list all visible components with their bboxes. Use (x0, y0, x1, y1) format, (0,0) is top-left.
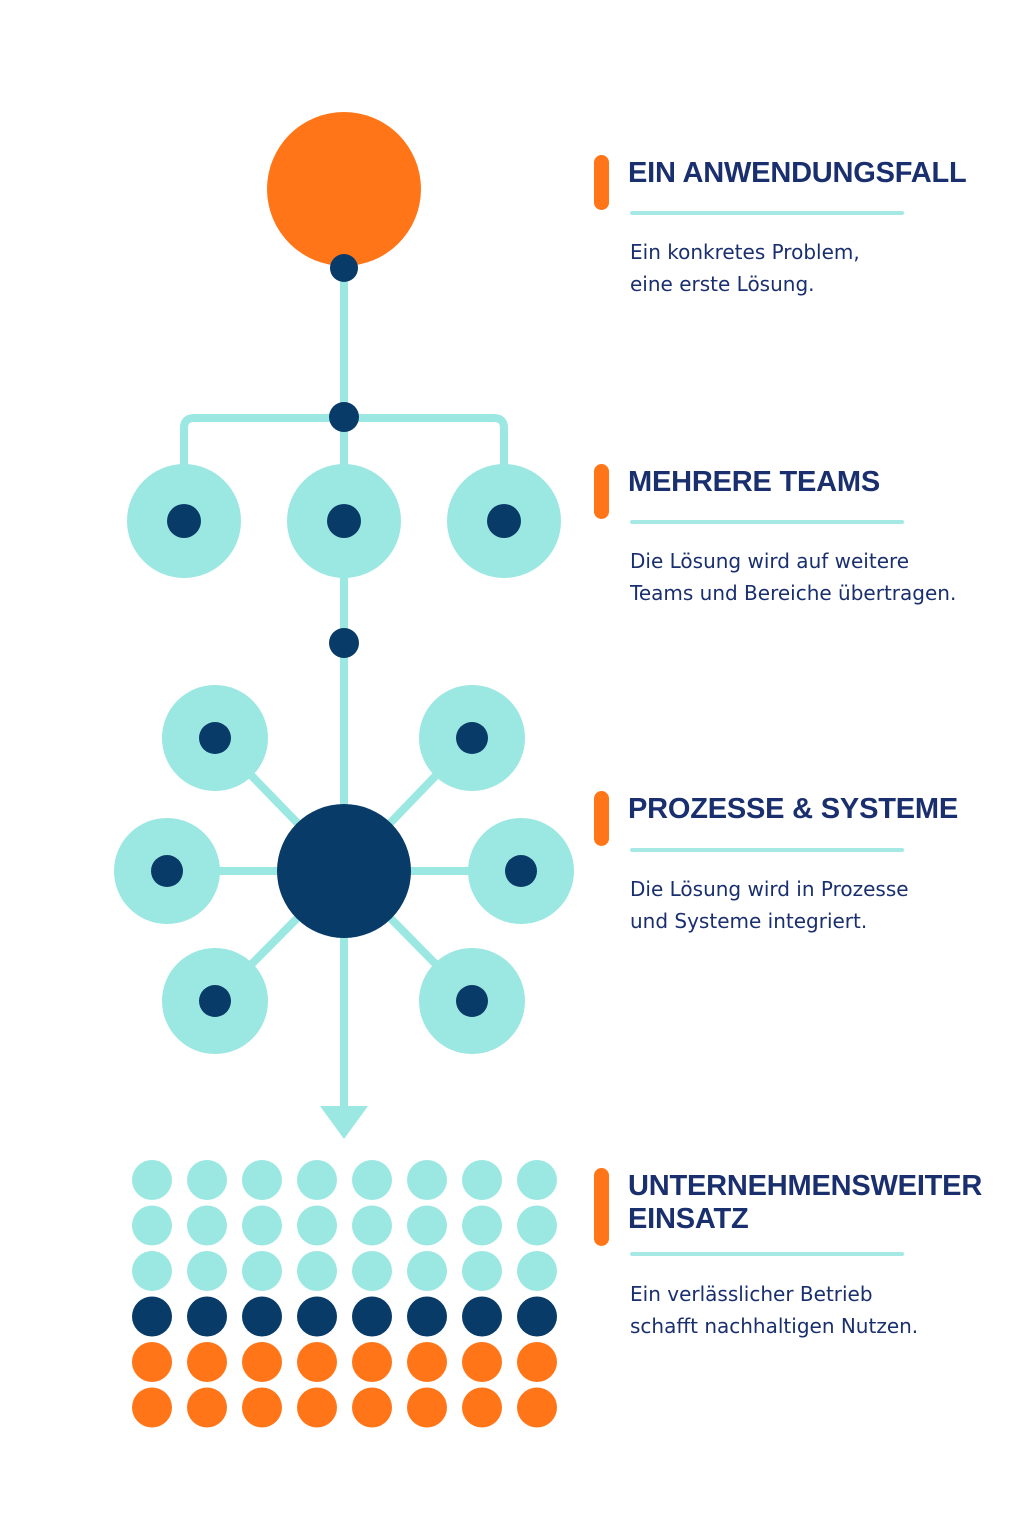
stage-description-line: und Systeme integriert. (630, 909, 868, 933)
grid-dot (187, 1296, 227, 1337)
connector-dot (329, 628, 359, 658)
grid-dot (462, 1296, 502, 1337)
grid-dot (242, 1342, 282, 1382)
system-node-core (199, 722, 231, 754)
stage-description-line: Ein konkretes Problem, (630, 240, 860, 264)
grid-dot (407, 1296, 447, 1337)
grid-dot (242, 1160, 282, 1200)
stage-description-line: Die Lösung wird auf weitere (630, 549, 910, 573)
grid-dot (132, 1205, 172, 1246)
grid-dot (132, 1296, 172, 1337)
stage-description-line: eine erste Lösung. (630, 272, 815, 296)
stage-description-line: Ein verlässlicher Betrieb (630, 1282, 873, 1306)
stage-divider (630, 1252, 904, 1256)
grid-dot (187, 1342, 227, 1382)
grid-dot (297, 1342, 337, 1382)
system-node-core (456, 722, 488, 754)
grid-dot (517, 1387, 557, 1428)
stage-accent-bar (594, 155, 609, 210)
stage-title-line: EINSATZ (628, 1203, 749, 1235)
stage-accent-bar (594, 1168, 609, 1246)
grid-dot (352, 1251, 392, 1291)
stage-title: UNTERNEHMENSWEITER EINSATZ (628, 1170, 982, 1236)
diagram-nodes (114, 112, 574, 1054)
grid-dot (462, 1342, 502, 1382)
team-node-core (327, 504, 361, 538)
grid-dot (352, 1342, 392, 1382)
stage-description-line: Teams und Bereiche übertragen. (630, 581, 957, 605)
grid-dot (187, 1387, 227, 1428)
stage-description-line: Die Lösung wird in Prozesse (630, 877, 909, 901)
stage-accent-bar (594, 791, 609, 846)
grid-dot (132, 1160, 172, 1200)
branch-dot (329, 402, 359, 432)
grid-dot (517, 1296, 557, 1337)
grid-dot (297, 1160, 337, 1200)
team-node-core (167, 504, 201, 538)
stage-accent-bar (594, 464, 609, 519)
grid-dot (407, 1160, 447, 1200)
stage-title-line: PROZESSE & SYSTEME (628, 793, 958, 825)
system-node-core (151, 855, 183, 887)
grid-dot (407, 1387, 447, 1428)
grid-dot (517, 1160, 557, 1200)
grid-dot (187, 1205, 227, 1246)
stage-title-line: EIN ANWENDUNGSFALL (628, 157, 967, 189)
stage-title-line: UNTERNEHMENSWEITER (628, 1170, 983, 1202)
grid-dot (517, 1251, 557, 1291)
grid-dot (297, 1296, 337, 1337)
grid-dot (297, 1205, 337, 1246)
grid-dot (132, 1342, 172, 1382)
grid-dot (352, 1296, 392, 1337)
stage-description: Die Lösung wird in Prozesse und Systeme … (630, 873, 909, 937)
grid-dot (297, 1387, 337, 1428)
stage-description: Die Lösung wird auf weitere Teams und Be… (630, 545, 956, 609)
team-node-core (487, 504, 521, 538)
system-node-core (505, 855, 537, 887)
grid-dot (407, 1251, 447, 1291)
stage-divider (630, 848, 904, 852)
stage-divider (630, 520, 904, 524)
stage-description-line: schafft nachhaltigen Nutzen. (630, 1314, 919, 1338)
grid-dot (462, 1205, 502, 1246)
grid-dot (242, 1205, 282, 1246)
stage-title: MEHRERE TEAMS (628, 466, 880, 499)
hub-node (277, 804, 411, 938)
stage-divider (630, 211, 904, 215)
grid-dot (132, 1387, 172, 1428)
grid-dot (242, 1251, 282, 1291)
stage-title: EIN ANWENDUNGSFALL (628, 157, 967, 190)
system-node-core (199, 985, 231, 1017)
grid-dot (242, 1296, 282, 1337)
arrow-head (320, 1106, 368, 1139)
stage-title-line: MEHRERE TEAMS (628, 466, 880, 498)
stage-description: Ein konkretes Problem, eine erste Lösung… (630, 236, 860, 300)
grid-dot (242, 1387, 282, 1428)
grid-dot (297, 1251, 337, 1291)
grid-dot (352, 1387, 392, 1428)
grid-dot (132, 1251, 172, 1291)
grid-dot (352, 1205, 392, 1246)
grid-dot (187, 1160, 227, 1200)
stage-description: Ein verlässlicher Betrieb schafft nachha… (630, 1278, 918, 1342)
grid-dot (407, 1342, 447, 1382)
stage-title: PROZESSE & SYSTEME (628, 793, 958, 826)
grid-dot (517, 1342, 557, 1382)
grid-dot (462, 1387, 502, 1428)
enterprise-dot-grid (132, 1160, 557, 1428)
use-case-node (267, 112, 421, 266)
grid-dot (462, 1251, 502, 1291)
grid-dot (407, 1205, 447, 1246)
grid-dot (187, 1251, 227, 1291)
grid-dot (517, 1205, 557, 1246)
grid-dot (462, 1160, 502, 1200)
system-node-core (456, 985, 488, 1017)
grid-dot (352, 1160, 392, 1200)
connector-dot (330, 254, 358, 282)
